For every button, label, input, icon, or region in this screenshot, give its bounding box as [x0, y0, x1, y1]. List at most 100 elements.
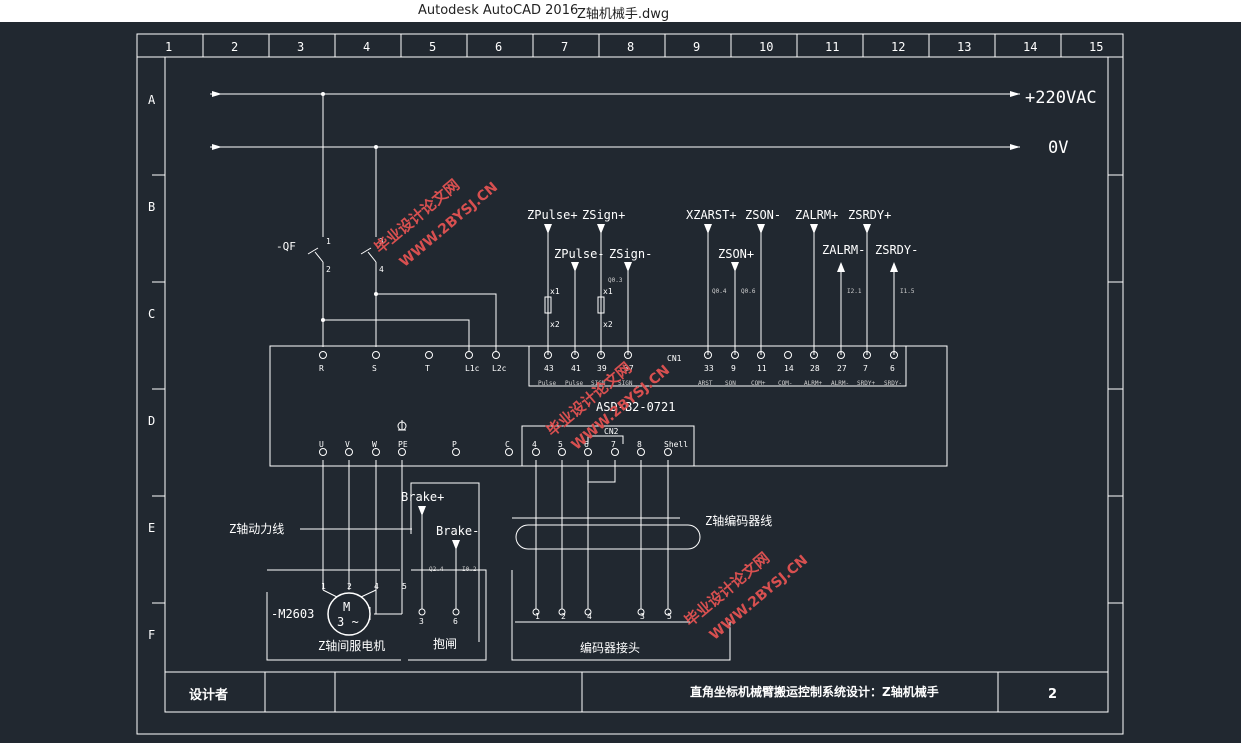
power-terminal-label-0: R [319, 364, 324, 373]
title-bar: Autodesk AutoCAD 2016 Z轴机械手.dwg [0, 0, 1241, 22]
cn2-label-4: 8 [637, 440, 642, 449]
cn1-label-11: 6 [890, 364, 895, 373]
motor-terminal-label-0: U [319, 440, 324, 449]
qf-pin-1: 1 [326, 237, 331, 246]
cn1-label: CN1 [667, 354, 682, 363]
column-number-14: 14 [1023, 40, 1037, 54]
column-number-12: 12 [891, 40, 905, 54]
encoder-cable-shield [515, 524, 701, 550]
cn1-label-9: 27 [837, 364, 847, 373]
zpulse-minus-label: ZPulse- [554, 247, 605, 261]
power-terminal-pin-4 [492, 351, 500, 359]
motor-m: M [343, 600, 350, 614]
cn1-label-6: 11 [757, 364, 767, 373]
designer-label: 设计者 [189, 687, 228, 703]
cn1-label-7: 14 [784, 364, 794, 373]
power-terminal-label-4: L2c [492, 364, 507, 373]
watermark-logo: 毕业设计论文网 WWW.2BYSJ.CN 毕业设计论文网 WWW.2BYSJ.C… [371, 176, 811, 644]
encoder-pin-4 [664, 608, 672, 616]
cn2-label-1: 5 [558, 440, 563, 449]
q03-label: Q0.3 [608, 277, 623, 284]
cn1-pin-7 [784, 351, 792, 359]
power-terminal-pin-1 [372, 351, 380, 359]
cn2-pin-0 [532, 448, 540, 456]
row-letter-F: F [148, 628, 155, 642]
motor-terminal-label-1: V [345, 440, 350, 449]
power-terminal-label-1: S [372, 364, 377, 373]
x1b-label: x1 [603, 287, 613, 296]
column-number-3: 3 [297, 40, 304, 54]
cn2-label-0: 4 [532, 440, 537, 449]
motor-tag: -M2603 [271, 607, 314, 621]
cn1-label-8: 28 [810, 364, 820, 373]
column-number-8: 8 [627, 40, 634, 54]
i21-label: I2.1 [847, 288, 862, 295]
motor-terminal-label-4: P [452, 440, 457, 449]
cn1-signal-7: COM- [778, 380, 792, 387]
motor-caption: Z轴间服电机 [318, 638, 385, 653]
brake-plus-label: Brake+ [401, 490, 444, 504]
power-terminal-pin-0 [319, 351, 327, 359]
cn2-label: CN2 [604, 427, 619, 436]
motor-pin-1: 1 [321, 582, 326, 591]
column-number-7: 7 [561, 40, 568, 54]
encoder-pin-label-4: 5 [667, 612, 672, 621]
power-terminal-label-2: T [425, 364, 430, 373]
motor-terminal-pin-3 [398, 448, 406, 456]
cn2-pin-1 [558, 448, 566, 456]
cn2-label-5: Shell [664, 440, 688, 449]
app-name: Autodesk AutoCAD 2016 [418, 3, 579, 18]
power-terminal-pin-3 [465, 351, 473, 359]
zson-minus-label: ZSON- [745, 208, 781, 222]
encoder-pin-2 [584, 608, 592, 616]
cn1-label-5: 9 [731, 364, 736, 373]
brake-pin-6: 6 [453, 617, 458, 626]
zson-plus-label: ZSON+ [718, 247, 754, 261]
zalrm-minus-label: ZALRM- [822, 243, 865, 257]
x2b-label: x2 [603, 320, 613, 329]
row-letter-B: B [148, 200, 155, 214]
cn2-label-2: 6 [584, 440, 589, 449]
encoder-pin-1 [558, 608, 566, 616]
cn1-signal-4: ARST [698, 380, 713, 387]
motor-terminal-label-2: W [372, 440, 377, 449]
motor-pin-5: 5 [402, 582, 407, 591]
cn2-pin-4 [637, 448, 645, 456]
zsign-plus-label: ZSign+ [582, 208, 625, 222]
row-letter-D: D [148, 414, 155, 428]
qf-pin-2: 2 [326, 265, 331, 274]
cn2-connector [521, 425, 695, 467]
sheet-number: 2 [1048, 687, 1057, 702]
column-number-5: 5 [429, 40, 436, 54]
column-number-13: 13 [957, 40, 971, 54]
row-letter-C: C [148, 307, 155, 321]
column-number-2: 2 [231, 40, 238, 54]
encoder-pin-label-3: 3 [640, 612, 645, 621]
column-number-6: 6 [495, 40, 502, 54]
motor-terminal-pin-0 [319, 448, 327, 456]
cn1-signal-0: Pulse [538, 380, 556, 387]
cn2-pin-3 [611, 448, 619, 456]
column-number-9: 9 [693, 40, 700, 54]
brake-pin-3: 3 [419, 617, 424, 626]
cn1-signal-11: SRDY- [884, 380, 902, 387]
breaker2-pin-3: 3 [379, 237, 384, 246]
zsign-minus-label: ZSign- [609, 247, 652, 261]
power-terminal-label-3: L1c [465, 364, 480, 373]
encoder-pin-0 [532, 608, 540, 616]
motor-pin-2: 2 [347, 582, 352, 591]
cn1-signal-3: SIGN [618, 380, 633, 387]
encoder-pin-3 [637, 608, 645, 616]
column-number-1: 1 [165, 40, 172, 54]
cn1-label-3: 37 [624, 364, 634, 373]
power-line-label: Z轴动力线 [229, 521, 284, 536]
cn2-pin-2 [584, 448, 592, 456]
x1a-label: x1 [550, 287, 560, 296]
motor-terminal-pin-5 [505, 448, 513, 456]
cn1-signal-10: SRDY+ [857, 380, 875, 387]
encoder-pin-label-2: 4 [587, 612, 592, 621]
file-name: Z轴机械手.dwg [577, 7, 670, 22]
motor-terminal-pin-2 [372, 448, 380, 456]
